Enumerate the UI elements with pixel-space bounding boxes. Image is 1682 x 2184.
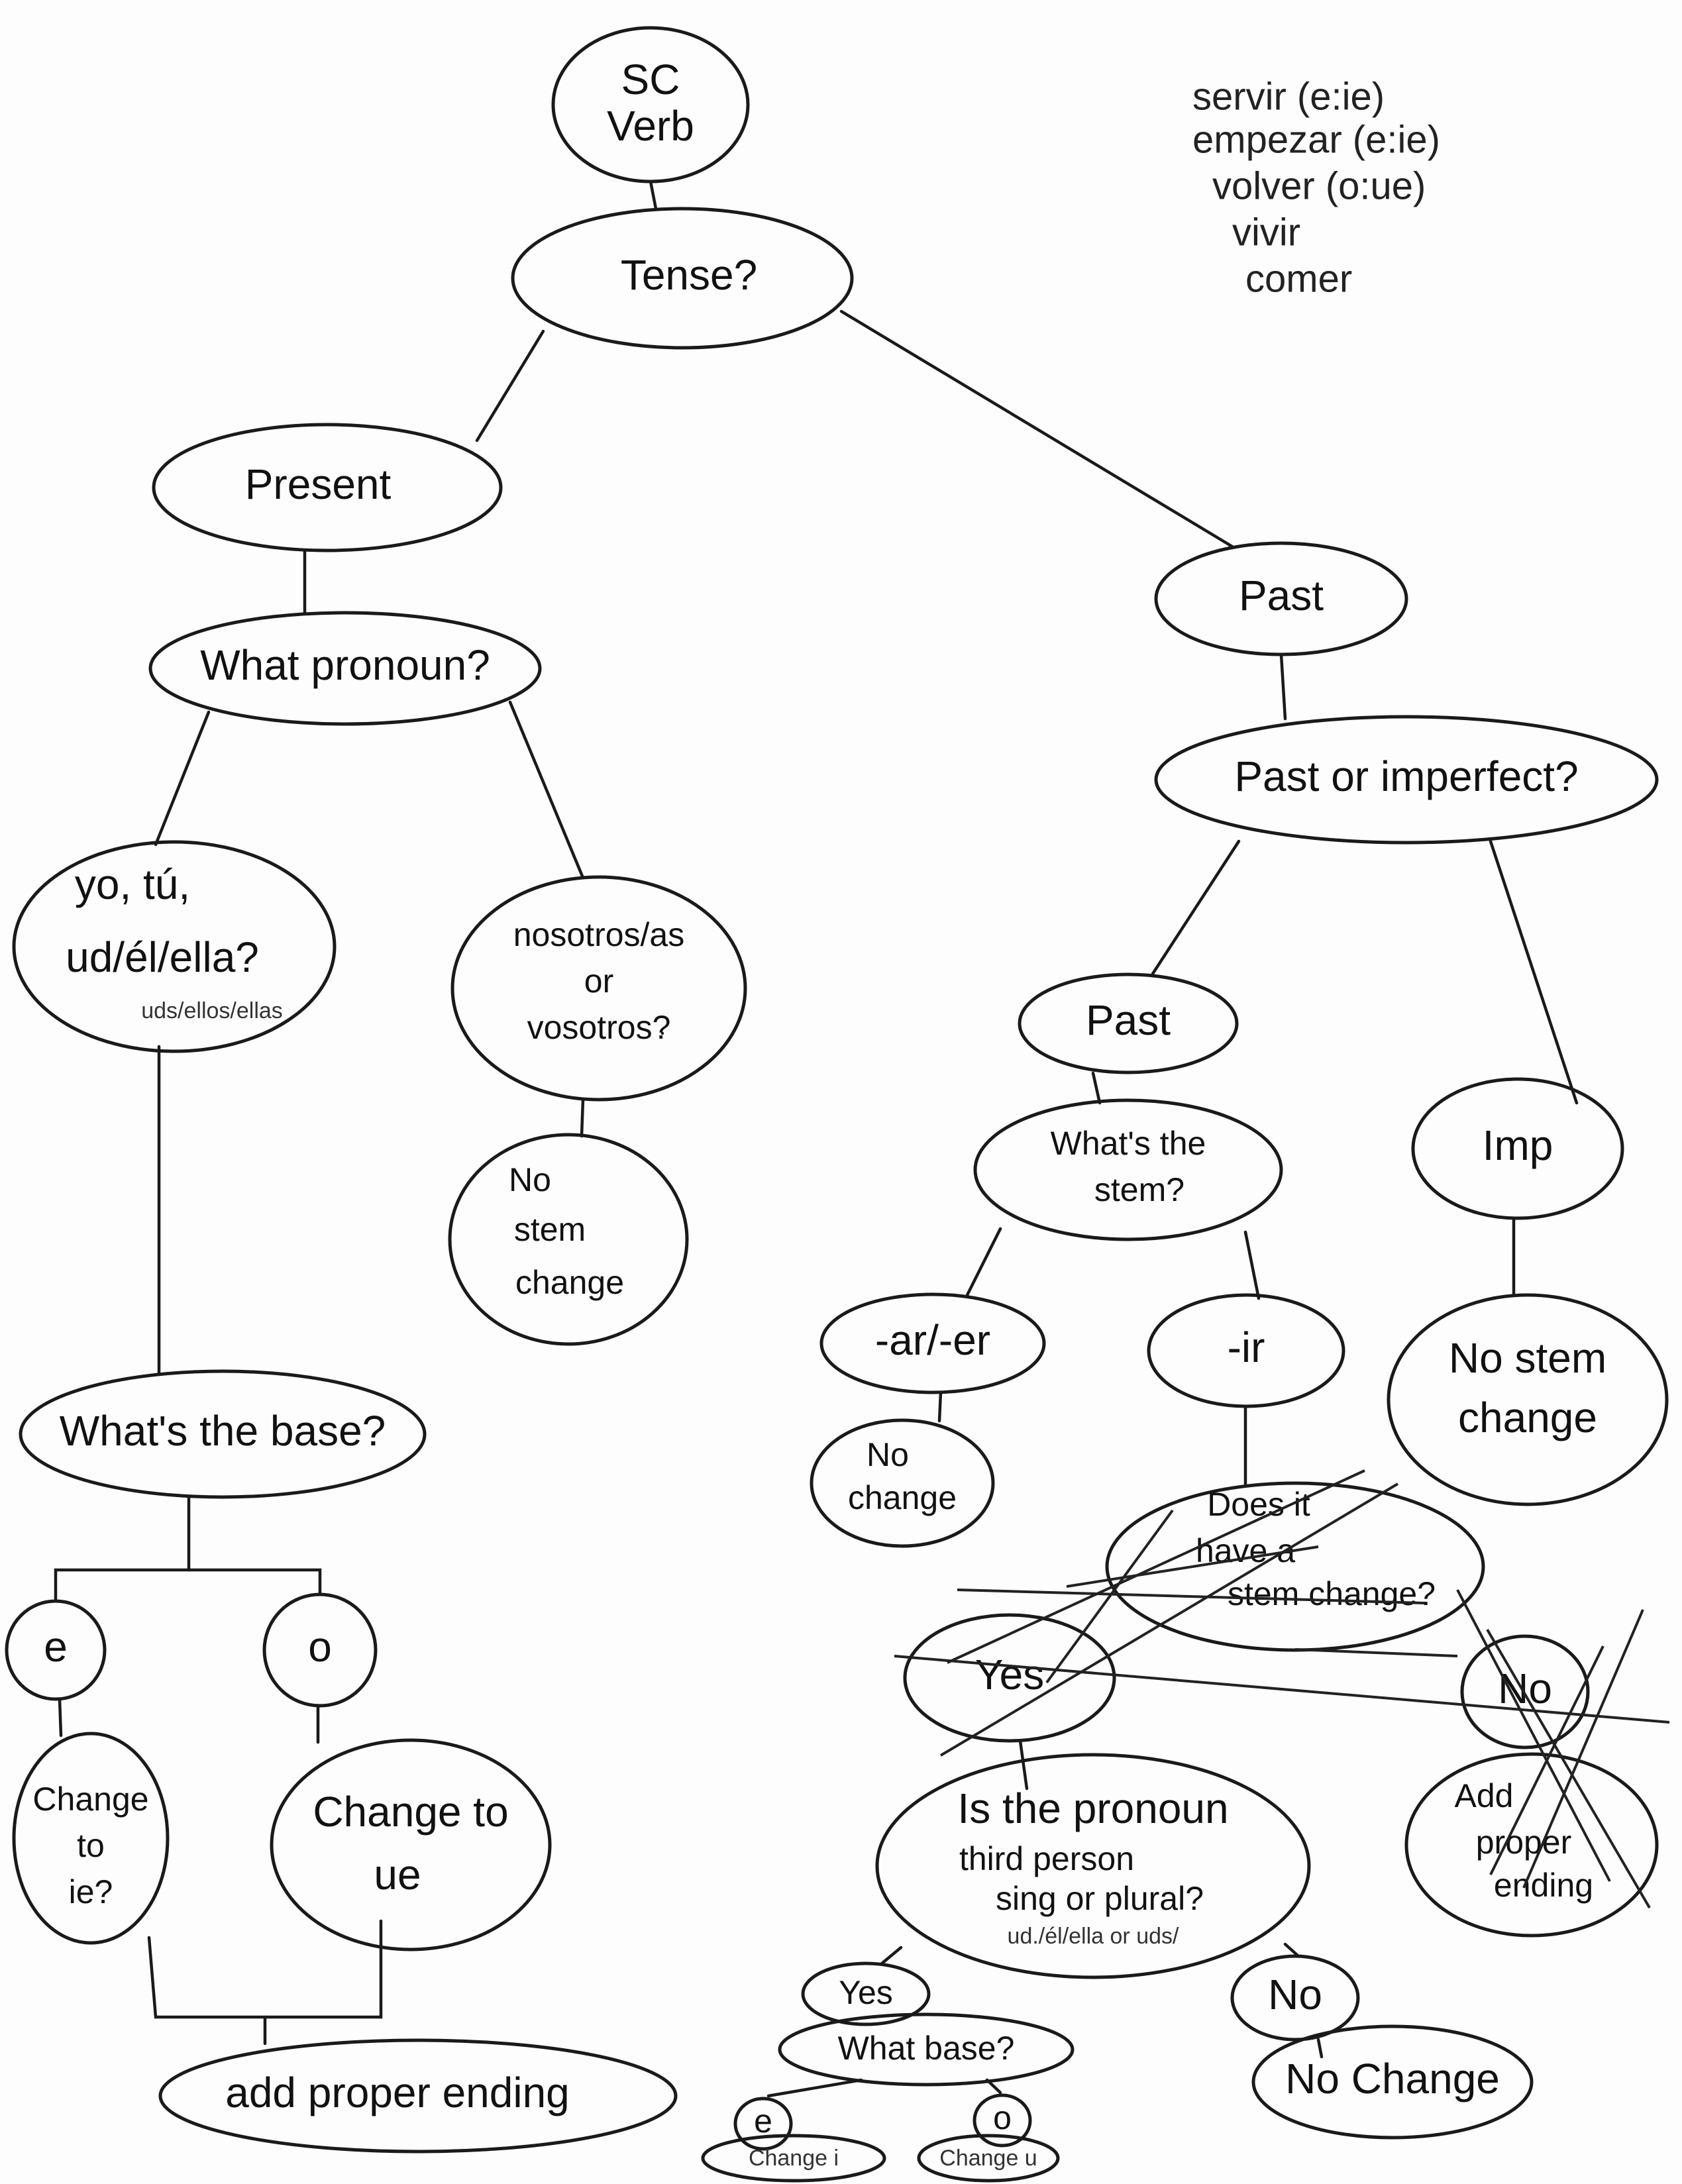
node-yes: Yes	[801, 1961, 931, 2026]
node-label: What's the base?	[60, 1407, 386, 1455]
note-line: comer	[1245, 257, 1352, 300]
node-label: change	[1458, 1394, 1597, 1441]
node-past-or-imperfect: Past or imperfect?	[1154, 715, 1659, 845]
node-past-preterite: Past	[1018, 972, 1239, 1074]
node-label: Yes	[839, 1974, 893, 2011]
node-label: Past or imperfect?	[1234, 753, 1578, 800]
node-label: stem change?	[1228, 1575, 1436, 1612]
node-label: or	[584, 962, 613, 1000]
node-label: yo, tú,	[75, 860, 190, 908]
node-label: Is the pronoun	[957, 1785, 1228, 1832]
node-label: change	[515, 1264, 624, 1301]
node-change-to-ue: Change to ue	[270, 1738, 552, 1951]
node-label: e	[754, 2103, 772, 2140]
node-add-proper-ending-crossed: Add proper ending	[1404, 1752, 1659, 1938]
node-label: proper	[1476, 1824, 1572, 1861]
node-no-change: No Change	[1251, 2024, 1534, 2140]
node-label: change	[848, 1479, 957, 1516]
cross-out-scribbles	[894, 1469, 1670, 1909]
node-label: What's the	[1051, 1125, 1206, 1162]
node-label: add proper ending	[225, 2069, 570, 2116]
note-line: vivir	[1232, 211, 1300, 254]
node-label: What base?	[838, 2030, 1015, 2067]
node-label: o	[993, 2099, 1012, 2136]
node-what-pronoun: What pronoun?	[148, 611, 542, 726]
node-label: ending	[1494, 1867, 1593, 1904]
node-label: Present	[245, 460, 392, 508]
node-no-stem-change-right: No stem change	[1387, 1293, 1669, 1506]
node-label: stem	[514, 1211, 586, 1248]
node-change-u: Change u	[917, 2134, 1060, 2183]
node-label: third person	[959, 1840, 1134, 1877]
node-sc-verb: SC Verb	[551, 26, 750, 183]
node-label: SC	[621, 56, 680, 103]
node-label: Change u	[939, 2146, 1037, 2171]
node-label: ud./él/ella or uds/	[1008, 1924, 1179, 1949]
node-label: Verb	[607, 102, 694, 150]
node-label: No	[867, 1436, 909, 1473]
node-label: No stem	[1449, 1334, 1606, 1382]
node-no-crossed: No	[1460, 1634, 1590, 1749]
node-label: uds/ellos/ellas	[141, 998, 283, 1023]
node-label: -ir	[1228, 1324, 1265, 1371]
node-whats-the-stem: What's the stem?	[973, 1098, 1283, 1241]
node-does-it-have-stem-change-crossed: Does it have a stem change?	[1105, 1481, 1485, 1652]
node-label: ue	[374, 1851, 421, 1898]
node-e: e	[5, 1599, 107, 1701]
note-line: servir (e:ie)	[1192, 75, 1385, 118]
node-label: Does it	[1207, 1486, 1310, 1523]
node-label: stem?	[1094, 1171, 1184, 1208]
node-change-to-ie: Change to ie?	[12, 1732, 170, 1945]
node-label: to	[77, 1827, 105, 1864]
note-line: volver (o:ue)	[1212, 164, 1426, 207]
node-no-change-ar: No change	[810, 1418, 995, 1548]
node-label: Imp	[1483, 1121, 1553, 1169]
node-whats-the-base: What's the base?	[19, 1369, 427, 1499]
node-label: No	[1268, 1971, 1322, 2018]
node-yes-crossed: Yes	[903, 1613, 1116, 1743]
node-yo-group: yo, tú, ud/él/ella? uds/ellos/ellas	[12, 840, 337, 1053]
node-past: Past	[1154, 541, 1408, 656]
node-label: What pronoun?	[200, 641, 490, 689]
node-label: Add	[1455, 1777, 1514, 1814]
node-label: e	[44, 1623, 68, 1671]
node-label: Yes	[975, 1651, 1044, 1698]
node-label: nosotros/as	[513, 916, 684, 953]
node-label: o	[308, 1623, 332, 1671]
node-label: Past	[1086, 996, 1171, 1044]
node-no-stem-change-left: No stem change	[448, 1133, 689, 1346]
node-label: -ar/-er	[875, 1316, 990, 1364]
node-tense: Tense?	[511, 207, 854, 350]
node-present: Present	[152, 423, 503, 552]
node-label: No Change	[1285, 2055, 1500, 2103]
node-label: Past	[1239, 572, 1324, 619]
node-label: Change i	[749, 2146, 839, 2171]
node-label: No	[509, 1161, 551, 1198]
node-label: vosotros?	[527, 1009, 671, 1046]
node-o-small: o	[972, 2093, 1032, 2148]
node-no: No	[1230, 1954, 1360, 2042]
node-label: ie?	[69, 1873, 113, 1910]
node-imp: Imp	[1411, 1077, 1624, 1220]
node-label: sing or plural?	[996, 1880, 1204, 1917]
node-is-third-person: Is the pronoun third person sing or plur…	[875, 1753, 1311, 1979]
node-ir: -ir	[1147, 1293, 1345, 1408]
note-line: empezar (e:ie)	[1192, 118, 1440, 161]
example-verbs-note: servir (e:ie) empezar (e:ie) volver (o:u…	[1192, 75, 1440, 300]
connectors	[54, 180, 1579, 2098]
node-change-i: Change i	[701, 2134, 886, 2183]
node-ar-er: -ar/-er	[819, 1292, 1046, 1394]
node-label: Change	[32, 1781, 148, 1818]
node-label: ud/él/ella?	[66, 933, 259, 981]
node-e-small: e	[733, 2097, 793, 2151]
node-nosotros-group: nosotros/as or vosotros?	[450, 875, 747, 1102]
node-what-base: What base?	[778, 2012, 1075, 2087]
node-label: No	[1498, 1665, 1552, 1712]
node-add-proper-ending: add proper ending	[158, 2038, 678, 2154]
node-label: Change to	[313, 1788, 508, 1836]
node-label: Tense?	[621, 251, 757, 299]
node-o: o	[262, 1592, 378, 1708]
